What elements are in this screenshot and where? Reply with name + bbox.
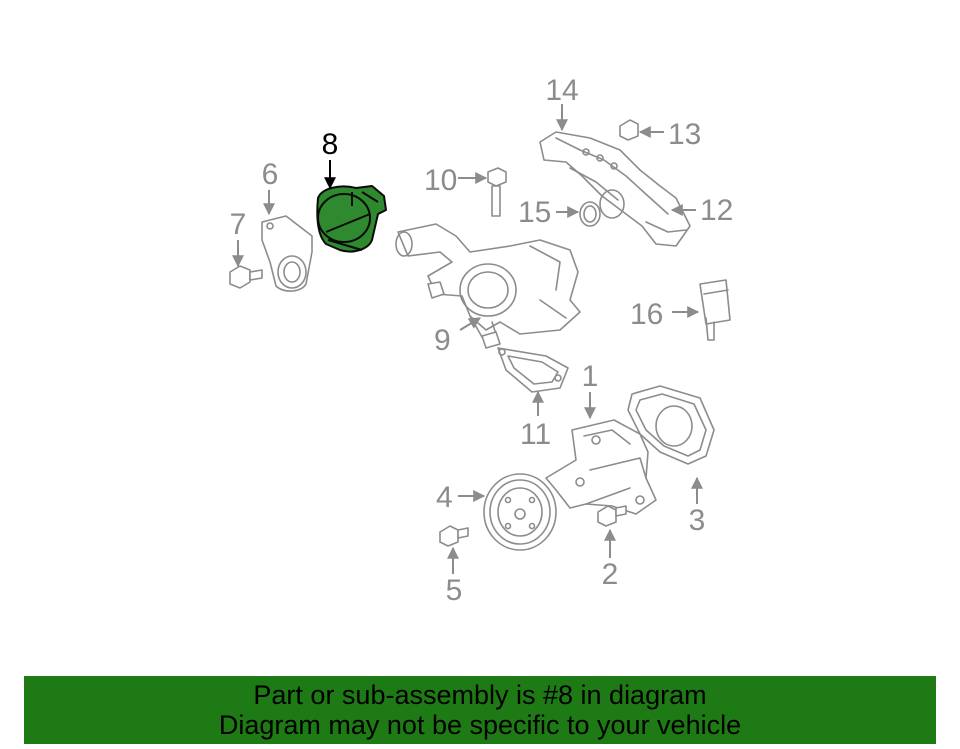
part-13-bolt[interactable] — [619, 119, 639, 141]
info-banner: Part or sub-assembly is #8 in diagram Di… — [24, 676, 936, 744]
part-6-housing-cover[interactable] — [261, 215, 313, 292]
callout-16: 16 — [630, 298, 663, 331]
callout-14: 14 — [545, 74, 578, 107]
callout-9: 9 — [434, 324, 451, 357]
callout-5: 5 — [446, 574, 463, 607]
part-2-bolt[interactable] — [597, 505, 627, 527]
callout-13: 13 — [668, 118, 701, 151]
callout-3: 3 — [689, 504, 706, 537]
parts-diagram: 8 6 7 10 9 11 14 13 12 15 16 1 3 4 5 2 — [229, 74, 734, 607]
callout-2: 2 — [602, 558, 619, 591]
leader-9 — [459, 317, 482, 331]
callout-labels: 8 6 7 10 9 11 14 13 12 15 16 1 3 4 5 2 — [230, 74, 734, 607]
part-4-pulley[interactable] — [483, 473, 557, 551]
part-15-o-ring[interactable] — [579, 201, 601, 227]
part-8-thermostat[interactable] — [316, 185, 387, 253]
callout-10: 10 — [424, 164, 457, 197]
callout-1: 1 — [582, 360, 599, 393]
part-3-pump-gasket[interactable] — [627, 385, 715, 465]
callout-8: 8 — [322, 128, 339, 161]
callout-6: 6 — [262, 158, 279, 191]
banner-line-2: Diagram may not be specific to your vehi… — [218, 710, 742, 740]
callout-11: 11 — [520, 418, 551, 451]
part-10-bolt[interactable] — [487, 167, 507, 217]
part-7-bolt[interactable] — [229, 265, 263, 289]
callout-12: 12 — [700, 194, 733, 227]
banner-line-1: Part or sub-assembly is #8 in diagram — [253, 680, 707, 710]
part-16-sensor[interactable] — [699, 279, 731, 341]
callout-15: 15 — [518, 196, 551, 229]
leader-lines — [232, 104, 703, 574]
callout-4: 4 — [436, 481, 453, 514]
callout-7: 7 — [230, 208, 247, 241]
part-5-bolt[interactable] — [439, 525, 469, 547]
part-11-gasket[interactable] — [497, 347, 569, 393]
part-12-14-bypass-pipe[interactable] — [539, 131, 691, 247]
part-9-water-outlet-housing[interactable] — [395, 223, 581, 349]
